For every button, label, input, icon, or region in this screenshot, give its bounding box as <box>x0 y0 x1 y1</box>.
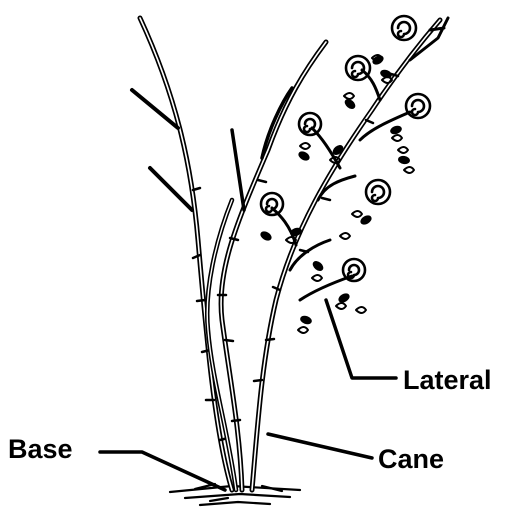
rose-bloom <box>343 259 365 281</box>
cane-leader-line <box>268 434 372 458</box>
rose-bloom <box>406 94 430 118</box>
leader-lines <box>100 300 396 490</box>
cane-label: Cane <box>378 446 444 473</box>
base-leader-line <box>100 452 225 490</box>
cane-flowering-right <box>252 18 448 490</box>
cane-crossing-right <box>218 42 326 490</box>
rose-bloom <box>346 56 370 80</box>
rose-bloom <box>299 113 321 135</box>
base-label: Base <box>8 436 73 463</box>
lateral-label: Lateral <box>403 367 492 394</box>
rose-bloom <box>392 16 416 40</box>
lateral-leader-line <box>326 300 396 378</box>
rose-bloom <box>261 193 283 215</box>
rose-bloom <box>366 180 390 204</box>
